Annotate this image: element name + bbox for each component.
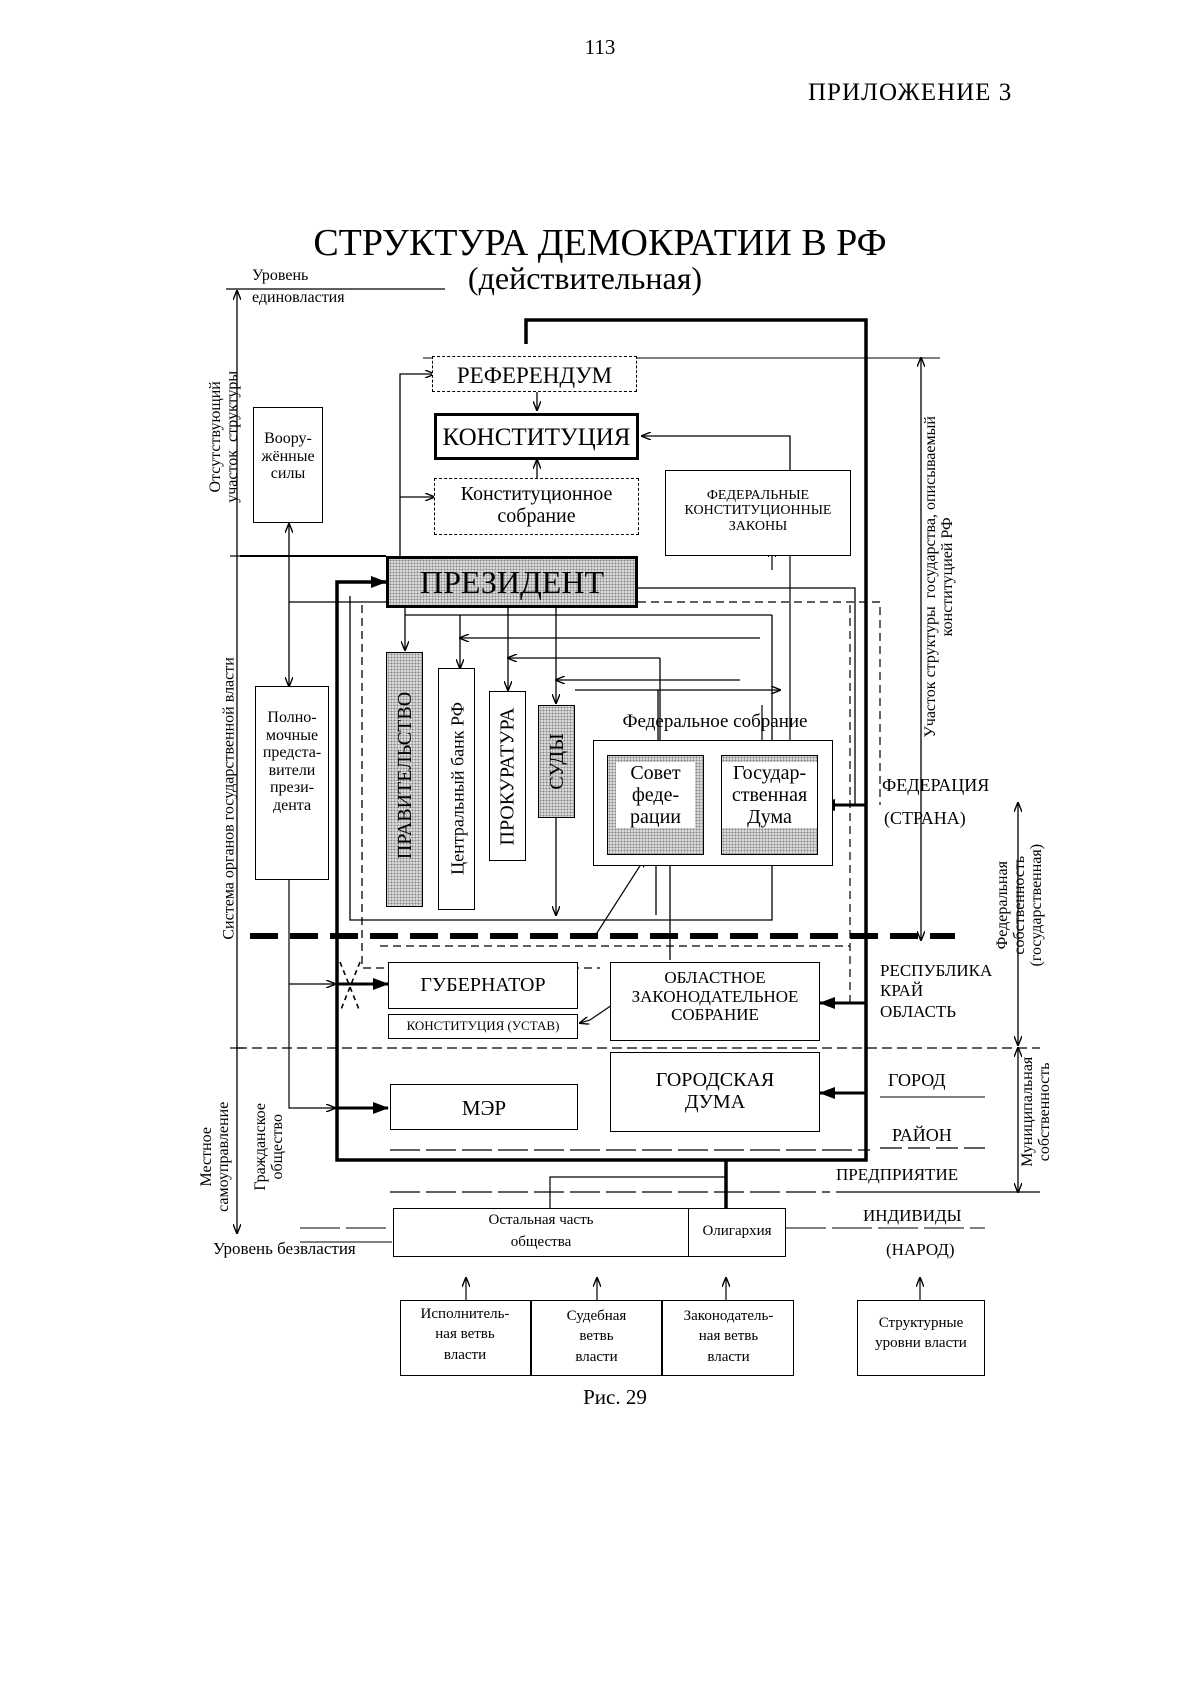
legend-judicial: Судебная ветвь власти xyxy=(532,1306,661,1367)
krai-label: КРАЙ xyxy=(880,982,923,1000)
plenipotentiaries-box: Полно- мочные предста- вители прези- ден… xyxy=(255,686,329,880)
federal-assembly-label: Федеральное собрание xyxy=(590,712,840,732)
central-bank-box: Центральный банк РФ xyxy=(438,668,475,910)
federation-label: ФЕДЕРАЦИЯ xyxy=(882,776,989,795)
constitution-box: КОНСТИТУЦИЯ xyxy=(434,413,639,460)
federal-const-laws-box: ФЕДЕРАЛЬНЫЕ КОНСТИТУЦИОННЫЕ ЗАКОНЫ xyxy=(665,470,851,556)
armed-forces-box: Воору- жённые силы xyxy=(253,407,323,523)
referendum-box: РЕФЕРЕНДУМ xyxy=(432,356,637,392)
rest-of-society-label: Остальная часть общества xyxy=(396,1210,686,1254)
mayor-box: МЭР xyxy=(390,1084,578,1130)
enterprise-label: ПРЕДПРИЯТИЕ xyxy=(836,1166,958,1184)
absent-part-label: Отсутствующий участок структуры xyxy=(208,327,242,547)
country-label: (СТРАНА) xyxy=(884,809,966,828)
state-duma-box: Государ- ственная Дума xyxy=(721,755,818,855)
people-label: (НАРОД) xyxy=(886,1241,955,1259)
civil-society-label: Гражданское общество xyxy=(253,1087,287,1207)
republic-label: РЕСПУБЛИКА xyxy=(880,962,992,980)
individuals-label: ИНДИВИДЫ xyxy=(863,1207,961,1225)
city-label: ГОРОД xyxy=(888,1071,946,1090)
courts-box: СУДЫ xyxy=(538,705,575,818)
federation-council-box: Совет феде- рации xyxy=(607,755,704,855)
federal-property-label: Федеральная собственность (государственн… xyxy=(995,805,1045,1005)
city-duma-box: ГОРОДСКАЯ ДУМА xyxy=(610,1052,820,1132)
regional-assembly-box: ОБЛАСТНОЕ ЗАКОНОДАТЕЛЬНОЕ СОБРАНИЕ xyxy=(610,962,820,1041)
prosecutor-box: ПРОКУРАТУРА xyxy=(489,691,526,861)
municipal-property-label: Муниципальная собственность xyxy=(1020,1037,1054,1187)
state-organs-label: Система органов государственной власти xyxy=(222,628,239,968)
regional-constitution-box: КОНСТИТУЦИЯ (УСТАВ) xyxy=(388,1014,578,1039)
legend-legislative: Законодатель- ная ветвь власти xyxy=(663,1306,794,1367)
top-level-label-2: единовластия xyxy=(252,290,345,307)
district-label: РАЙОН xyxy=(892,1126,952,1145)
bottom-level-label: Уровень безвластия xyxy=(213,1240,356,1258)
president-box: ПРЕЗИДЕНТ xyxy=(386,556,638,608)
figure-caption: Рис. 29 xyxy=(540,1386,690,1408)
local-self-gov-label: Местное самоуправление xyxy=(199,1097,233,1217)
governor-box: ГУБЕРНАТОР xyxy=(388,962,578,1009)
oblast-label: ОБЛАСТЬ xyxy=(880,1003,956,1021)
constitutional-assembly-box: Конституционное собрание xyxy=(434,478,639,535)
top-level-label-1: Уровень xyxy=(252,268,308,285)
legend-executive: Исполнитель- ная ветвь власти xyxy=(400,1304,530,1365)
structural-levels-legend-box: Структурные уровни власти xyxy=(857,1300,985,1376)
constitution-part-label: Участок структуры государства, описываем… xyxy=(923,357,957,797)
oligarchy-box: Олигархия xyxy=(688,1208,786,1257)
government-box: ПРАВИТЕЛЬСТВО xyxy=(386,652,423,907)
